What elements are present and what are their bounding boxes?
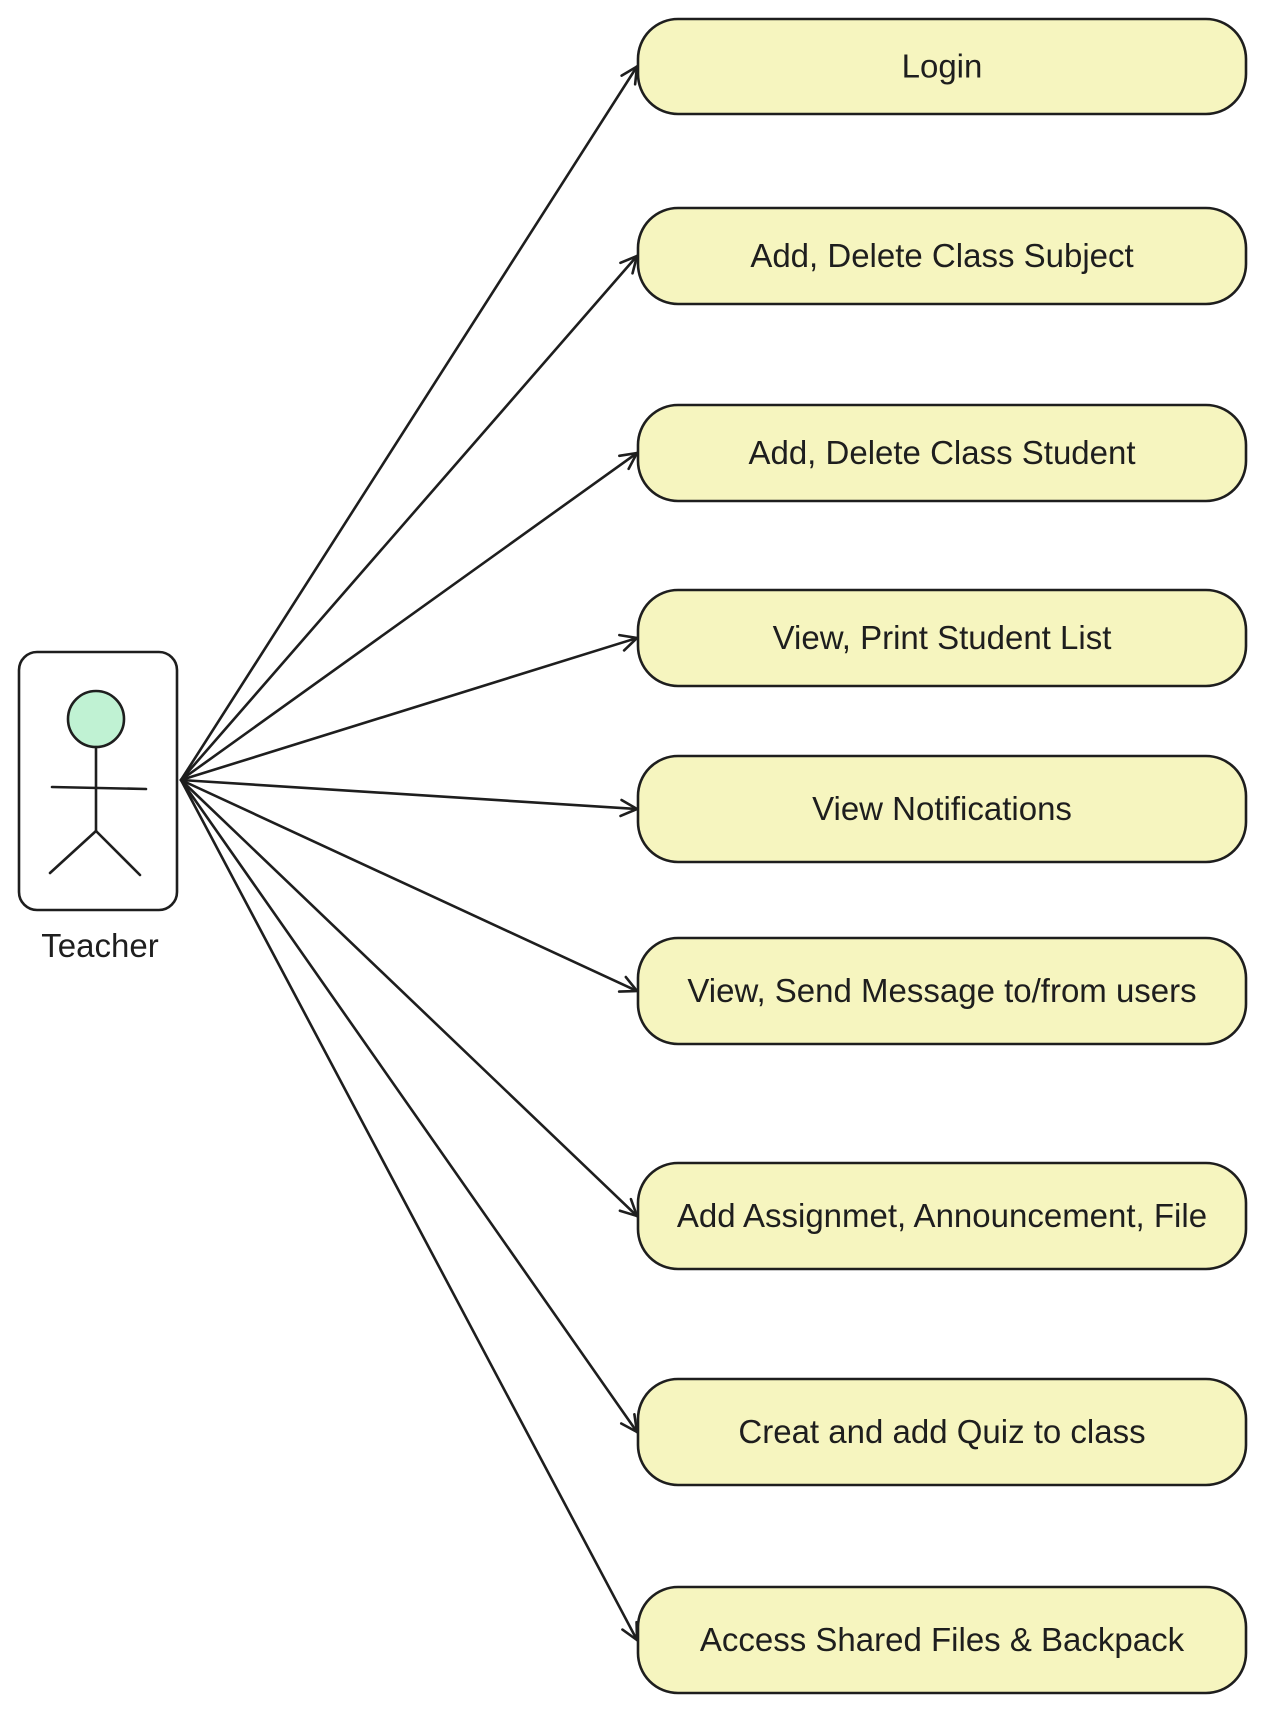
usecase-box (636, 1161, 1248, 1271)
usecase-access-shared-files[interactable]: Access Shared Files & Backpack (636, 1585, 1248, 1695)
actor-teacher[interactable]: Teacher (17, 650, 179, 964)
usecase-label: Add Assignmet, Announcement, File (677, 1197, 1207, 1234)
usecase-label: Login (902, 48, 983, 85)
usecase-add-delete-class-subject[interactable]: Add, Delete Class Subject (636, 206, 1248, 306)
usecase-label: Access Shared Files & Backpack (700, 1621, 1185, 1658)
usecase-box (636, 754, 1248, 864)
association-arrow-login (179, 65, 639, 782)
usecase-view-send-message[interactable]: View, Send Message to/from users (636, 936, 1248, 1046)
usecase-box (636, 588, 1248, 688)
usecase-view-print-student-list[interactable]: View, Print Student List (636, 588, 1248, 688)
usecase-add-delete-class-student[interactable]: Add, Delete Class Student (636, 403, 1248, 503)
usecase-box (636, 206, 1248, 306)
usecase-box (636, 936, 1248, 1046)
usecase-create-quiz[interactable]: Creat and add Quiz to class (636, 1377, 1248, 1487)
usecase-label: Add, Delete Class Student (748, 434, 1135, 471)
usecase-label: View Notifications (812, 790, 1072, 827)
usecase-label: View, Send Message to/from users (687, 972, 1196, 1009)
usecase-box (636, 1585, 1248, 1695)
usecase-label: View, Print Student List (773, 619, 1112, 656)
usecase-label: Creat and add Quiz to class (738, 1413, 1145, 1450)
usecase-view-notifications[interactable]: View Notifications (636, 754, 1248, 864)
actor-arms (50, 785, 148, 791)
association-arrow-create-quiz (179, 778, 639, 1434)
association-arrow-add-delete-class-subject (179, 254, 639, 782)
association-arrow-view-print-student-list (179, 633, 639, 782)
usecase-box (636, 403, 1248, 503)
usecase-label: Add, Delete Class Subject (750, 237, 1133, 274)
association-arrow-add-delete-class-student (179, 451, 639, 782)
association-arrow-view-send-message (179, 778, 639, 993)
association-arrows (179, 65, 639, 1642)
usecase-box (636, 17, 1248, 116)
usecase-login[interactable]: Login (636, 17, 1248, 116)
actor-head-icon (66, 689, 126, 749)
usecase-box (636, 1377, 1248, 1487)
actor-left-leg (48, 829, 98, 875)
usecase-add-assignment[interactable]: Add Assignmet, Announcement, File (636, 1161, 1248, 1271)
association-arrow-access-shared-files (179, 778, 639, 1642)
association-arrow-add-assignment (179, 778, 639, 1218)
actor-frame (17, 650, 179, 912)
association-arrow-view-notifications (179, 778, 639, 818)
actor-label: Teacher (41, 927, 158, 964)
actor-right-leg (94, 829, 142, 877)
